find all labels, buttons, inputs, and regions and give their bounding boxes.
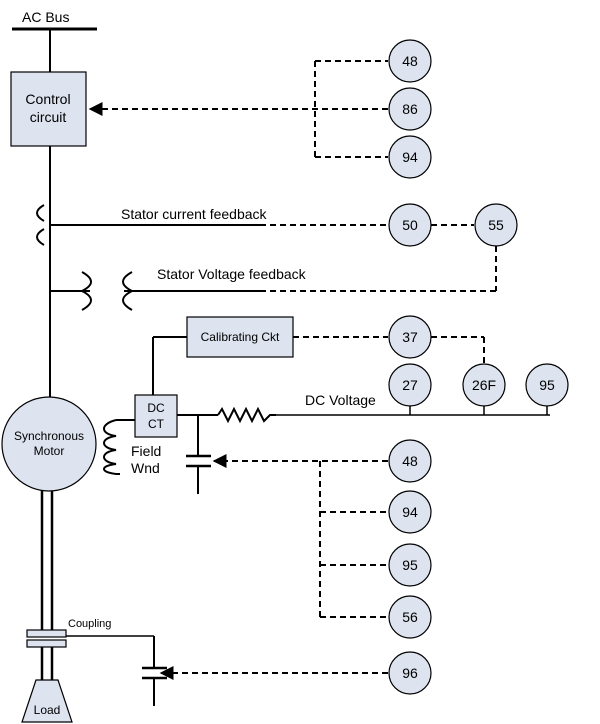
device-50-label: 50 bbox=[402, 217, 418, 233]
device-48-field-label: 48 bbox=[402, 453, 418, 469]
device-95-field bbox=[388, 543, 432, 587]
device-27-label: 27 bbox=[402, 377, 418, 393]
calibrating-ckt-label: Calibrating Ckt bbox=[201, 330, 280, 344]
stator-voltage-feedback-label: Stator Voltage feedback bbox=[157, 266, 307, 282]
synchronous-motor bbox=[1, 396, 97, 492]
device-48-top bbox=[388, 39, 432, 83]
coupling-upper bbox=[26, 629, 67, 638]
field-wnd-label-line2: Wnd bbox=[131, 460, 160, 476]
device-37-label: 37 bbox=[402, 329, 418, 345]
stator-current-feedback-label: Stator current feedback bbox=[121, 206, 268, 222]
device-95-dc-label: 95 bbox=[539, 377, 555, 393]
current-ct-symbol-top bbox=[36, 204, 45, 222]
device-26f-label: 26F bbox=[472, 377, 496, 393]
calibrating-ckt-box bbox=[186, 316, 294, 358]
dc-ct-box bbox=[134, 394, 178, 438]
device-55-label: 55 bbox=[488, 217, 504, 233]
control-circuit-label-line2: circuit bbox=[30, 109, 67, 125]
device-86 bbox=[388, 87, 432, 131]
current-ct-symbol-bottom bbox=[36, 228, 45, 246]
control-circuit-box bbox=[10, 71, 87, 147]
control-circuit-label-line1: Control bbox=[25, 91, 70, 107]
load-label: Load bbox=[34, 703, 61, 717]
pt-primary-coil bbox=[79, 271, 92, 311]
ac-bus-label: AC Bus bbox=[22, 9, 69, 25]
synchronous-motor-label-line2: Motor bbox=[34, 444, 65, 458]
device-96-label: 96 bbox=[402, 665, 418, 681]
device-48-top-label: 48 bbox=[402, 53, 418, 69]
device-86-label: 86 bbox=[402, 101, 418, 117]
resistor-symbol bbox=[217, 406, 276, 424]
field-winding-coil bbox=[103, 419, 117, 475]
device-94-top-label: 94 bbox=[402, 149, 418, 165]
device-56-label: 56 bbox=[402, 609, 418, 625]
load-block bbox=[21, 679, 73, 723]
dc-ct-label-line2: CT bbox=[148, 417, 165, 431]
device-56 bbox=[388, 595, 432, 639]
device-48-field bbox=[388, 439, 432, 483]
device-94-top bbox=[388, 135, 432, 179]
synchronous-motor-label-line1: Synchronous bbox=[14, 429, 84, 443]
device-95-field-label: 95 bbox=[402, 557, 418, 573]
coupling-label: Coupling bbox=[68, 618, 111, 630]
coupling-lower bbox=[26, 639, 67, 648]
device-96 bbox=[388, 651, 432, 695]
device-94-field bbox=[388, 490, 432, 534]
dc-voltage-label: DC Voltage bbox=[305, 392, 376, 408]
device-94-field-label: 94 bbox=[402, 504, 418, 520]
dc-ct-label-line1: DC bbox=[147, 401, 165, 415]
field-wnd-label-line1: Field bbox=[131, 443, 161, 459]
